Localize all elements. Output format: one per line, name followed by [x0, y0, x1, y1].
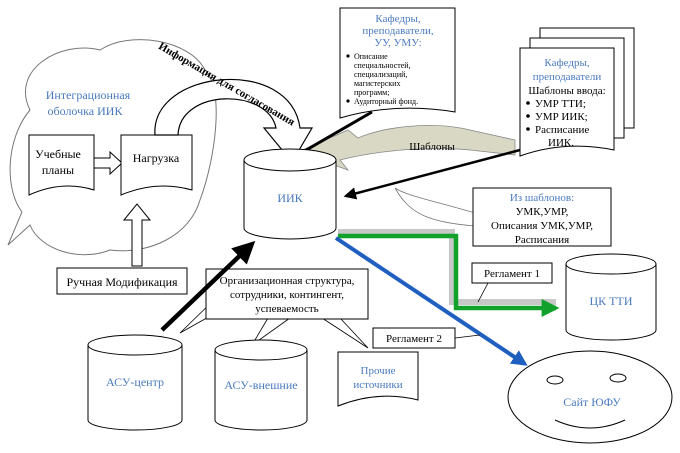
- doc-right-b3l1: Расписание: [535, 124, 589, 136]
- plans-to-load-arrow: [93, 150, 123, 176]
- templates-flow-label: Шаблоны: [409, 141, 455, 153]
- org-line3: успеваемость: [255, 303, 318, 315]
- iik-label: ИИК: [277, 191, 303, 205]
- org-line2: сотрудники, контингент,: [230, 289, 344, 301]
- shell-title-line2: оболочка ИИК: [48, 104, 124, 118]
- doc-right-b2: УМР ИИК;: [535, 111, 588, 123]
- regulation2-pointer: [454, 334, 481, 339]
- regulation1-pointer: [477, 282, 489, 303]
- curriculum-plans-doc: [28, 134, 95, 196]
- gray-band: [338, 229, 556, 305]
- site-smiley-left-eye: [546, 375, 564, 385]
- manual-modification-label: Ручная Модификация: [66, 275, 178, 289]
- asu-center-label: АСУ-центр: [106, 375, 164, 389]
- doc-right-to-iik-arrow: [343, 148, 521, 200]
- from-templates-pointer: [394, 187, 476, 227]
- other-sources-doc: [337, 351, 419, 407]
- doc-top-line3: УУ, УМУ:: [374, 37, 421, 49]
- doc-top-b1l2: специальностей,: [354, 61, 411, 70]
- from-templates-box: [472, 187, 612, 247]
- doc-right-b3l2: ИИК.: [548, 137, 574, 149]
- templates-doc-front: [519, 47, 615, 157]
- other-sources-line1: Прочие: [361, 365, 396, 377]
- regulation2-label: Регламент 2: [386, 333, 442, 345]
- manual-up-arrow: [122, 203, 152, 267]
- site-smiley-right-eye: [609, 373, 627, 383]
- asu-external-cylinder: [214, 339, 308, 431]
- green-arrow-to-tti: [338, 233, 560, 317]
- asu-external-label: АСУ-внешние: [224, 378, 297, 392]
- integration-shell-cloud: [7, 39, 217, 256]
- doc-right-line3: Шаблоны ввода:: [528, 85, 605, 97]
- doc-top-line2: преподаватели,: [362, 25, 434, 37]
- doc-right-bullet2: [526, 114, 530, 118]
- approval-arc-arrow: [154, 78, 314, 164]
- site-smiley-mouth: [554, 419, 626, 429]
- tti-cylinder: [565, 253, 657, 341]
- templates-flow-arrow: [296, 125, 516, 171]
- from-templates-line2: УМК,УМР,: [516, 206, 569, 218]
- doc-top-b1l4: магистерских: [354, 79, 400, 88]
- from-templates-line1: Из шаблонов:: [510, 192, 574, 204]
- iik-cylinder: [243, 148, 337, 240]
- blue-arrow-to-site: [334, 236, 528, 366]
- from-templates-line4: Расписания: [515, 234, 569, 246]
- from-templates-line3: Описания УМК,УМР,: [491, 220, 593, 232]
- manual-modification-box: [56, 267, 188, 295]
- doc-top-bullet2: [346, 99, 350, 103]
- doc-right-line1: Кафедры,: [544, 57, 589, 69]
- org-pointer-right: [321, 317, 369, 349]
- doc-top-line1: Кафедры,: [375, 13, 420, 25]
- other-sources-line2: источники: [353, 379, 402, 391]
- doc-top-b1l3: специализаций,: [354, 70, 407, 79]
- tti-label: ЦК ТТИ: [590, 294, 633, 308]
- load-label: Нагрузка: [133, 151, 180, 165]
- load-doc: [120, 134, 193, 196]
- org-structure-box: [205, 268, 369, 320]
- shell-title-line1: Интеграционная: [46, 88, 131, 102]
- doc-top-b1l1: Описание: [354, 52, 388, 61]
- doc-top-bullet1: [346, 54, 350, 58]
- regulation1-box: [471, 262, 553, 284]
- site-label: Сайт ЮФУ: [563, 395, 621, 409]
- doc-top-b1l5: программ;: [354, 88, 389, 97]
- org-line1: Организационная структура,: [220, 275, 355, 287]
- doc-top-b2: Аудиторный фонд.: [354, 97, 418, 106]
- plans-label-line1: Учебные: [35, 147, 81, 161]
- asu-center-to-iik-arrow: [160, 240, 256, 332]
- doc-right-b1: УМР ТТИ;: [535, 98, 586, 110]
- doc-right-bullet1: [526, 101, 530, 105]
- departments-doc-top: [339, 7, 456, 119]
- asu-center-cylinder: [87, 334, 183, 431]
- doc-right-bullet3: [526, 127, 530, 131]
- site-smiley: [507, 350, 673, 444]
- plans-label-line2: планы: [42, 163, 74, 177]
- regulation1-label: Регламент 1: [484, 268, 540, 280]
- doc-right-line2: преподаватели: [533, 71, 602, 83]
